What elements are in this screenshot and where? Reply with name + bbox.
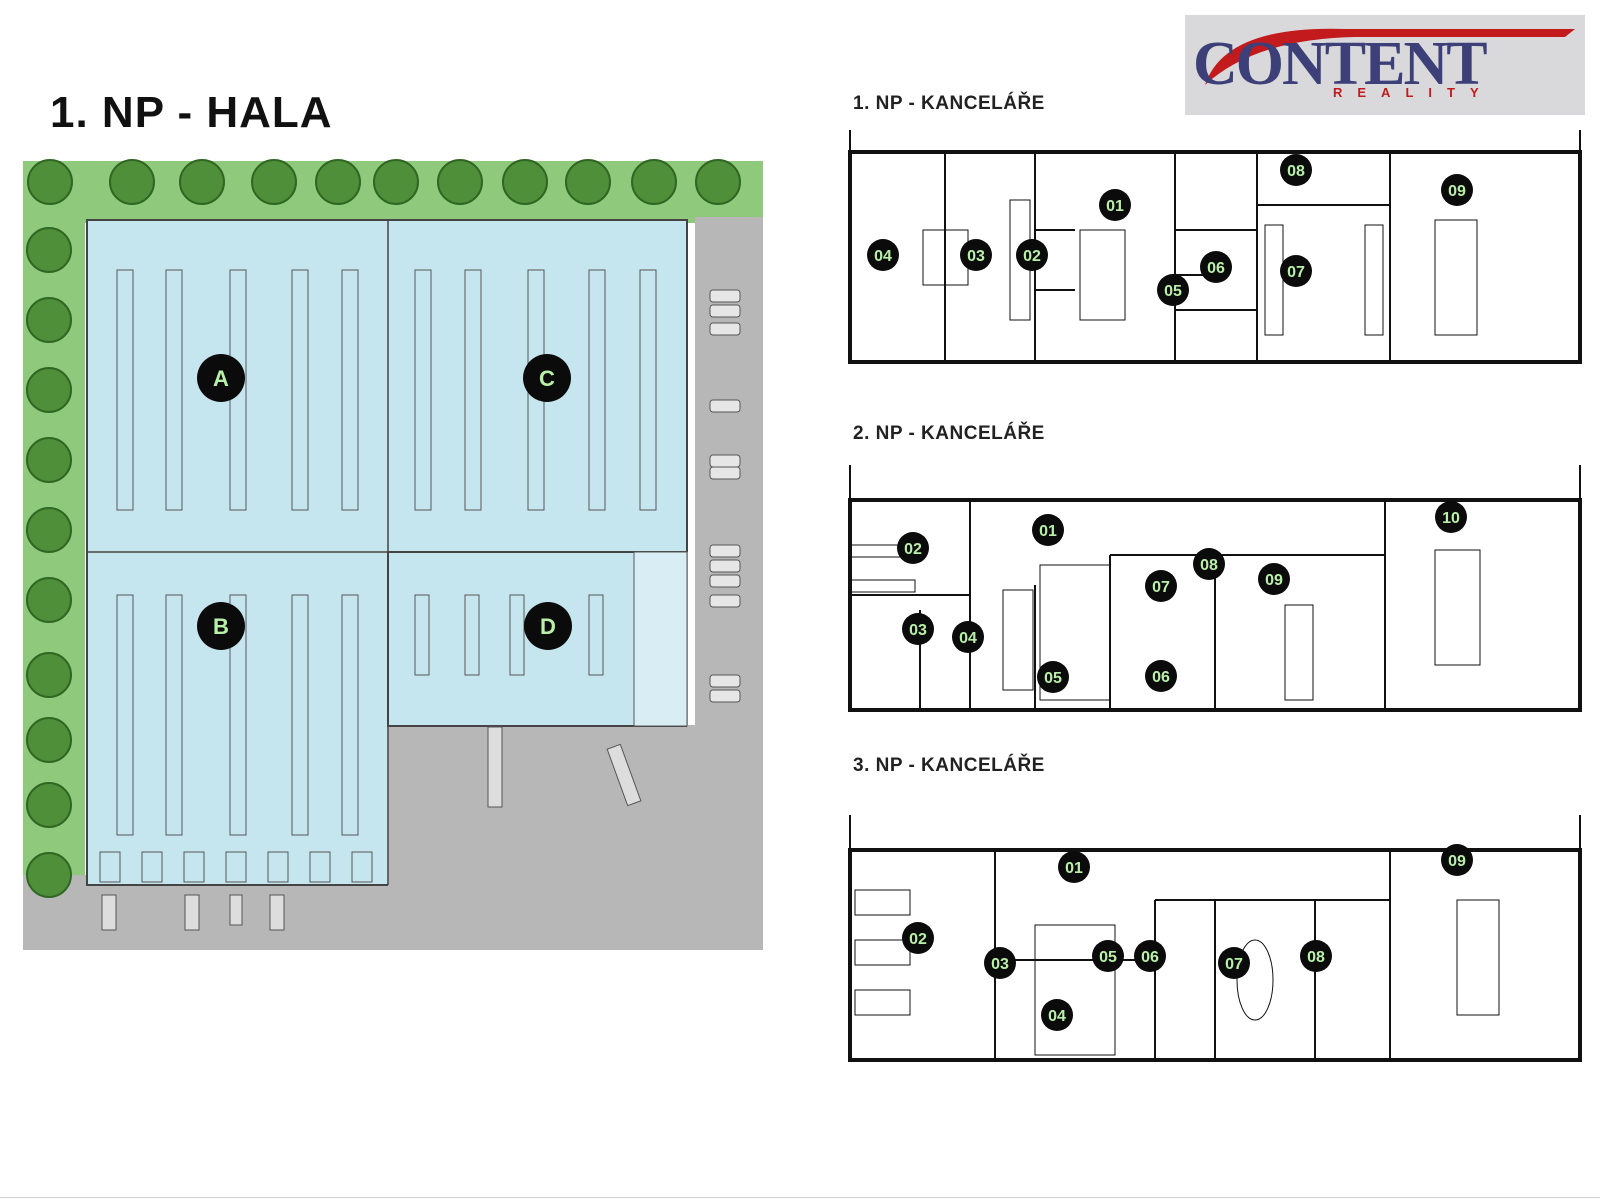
- room-number: 05: [1164, 283, 1182, 300]
- room-marker-06: 06: [1200, 251, 1232, 283]
- room-marker-01: 01: [1032, 514, 1064, 546]
- loading-docks: [101, 726, 642, 931]
- room-marker-03: 03: [960, 239, 992, 271]
- room-marker-09: 09: [1258, 563, 1290, 595]
- logo-swoosh-icon: [1205, 28, 1575, 85]
- hall-office-block: [633, 551, 688, 727]
- room-marker-04: 04: [867, 239, 899, 271]
- room-marker-08: 08: [1193, 548, 1225, 580]
- floor-2-plan: 01 02 03 04 05 06 07 08 09 10: [848, 465, 1582, 712]
- room-marker-05: 05: [1157, 274, 1189, 306]
- room-marker-05: 05: [1092, 940, 1124, 972]
- logo-wordmark: CONTENT: [1193, 30, 1488, 98]
- room-marker-07: 07: [1218, 947, 1250, 979]
- room-marker-07: 07: [1280, 255, 1312, 287]
- room-number: 07: [1287, 264, 1305, 281]
- room-number: 08: [1200, 557, 1218, 574]
- room-number: 07: [1225, 956, 1243, 973]
- room-number: 02: [1023, 248, 1041, 265]
- room-marker-01: 01: [1099, 189, 1131, 221]
- hall-section-b-label: B: [213, 614, 229, 639]
- room-number: 09: [1448, 183, 1466, 200]
- room-number: 06: [1152, 669, 1170, 686]
- parked-cars: [709, 289, 741, 703]
- room-marker-02: 02: [902, 922, 934, 954]
- room-marker-06: 06: [1145, 660, 1177, 692]
- room-number: 02: [904, 541, 922, 558]
- room-number: 01: [1039, 523, 1057, 540]
- room-number: 01: [1106, 198, 1124, 215]
- hall-section-b-marker: B: [197, 602, 245, 650]
- company-logo: CONTENT REALITY: [1185, 15, 1585, 115]
- room-number: 08: [1307, 949, 1325, 966]
- room-marker-01: 01: [1058, 851, 1090, 883]
- floor-1-title: 1. NP - KANCELÁŘE: [853, 93, 1045, 114]
- room-marker-04: 04: [952, 621, 984, 653]
- hall-section-a-label: A: [213, 366, 229, 391]
- room-number: 04: [1048, 1008, 1066, 1025]
- room-marker-02: 02: [1016, 239, 1048, 271]
- floor-3-title: 3. NP - KANCELÁŘE: [853, 755, 1045, 776]
- room-number: 05: [1044, 670, 1062, 687]
- hall-section-c-marker: C: [523, 354, 571, 402]
- room-marker-03: 03: [902, 613, 934, 645]
- room-marker-04: 04: [1041, 999, 1073, 1031]
- room-marker-08: 08: [1280, 154, 1312, 186]
- room-number: 03: [909, 622, 927, 639]
- room-number: 06: [1207, 260, 1225, 277]
- room-number: 08: [1287, 163, 1305, 180]
- logo-tagline: REALITY: [1333, 85, 1494, 100]
- hall-section-a-marker: A: [197, 354, 245, 402]
- room-marker-10: 10: [1435, 501, 1467, 533]
- room-number: 04: [959, 630, 977, 647]
- room-number: 05: [1099, 949, 1117, 966]
- room-marker-09: 09: [1441, 844, 1473, 876]
- room-number: 10: [1442, 510, 1460, 527]
- hall-floor-plan: A B C D: [23, 159, 763, 950]
- room-marker-08: 08: [1300, 940, 1332, 972]
- floor-1-plan: 01 02 03 04 05 06 07 08 09: [848, 130, 1582, 364]
- hall-title: 1. NP - HALA: [50, 88, 333, 137]
- page-bottom-rule: [0, 1197, 1600, 1198]
- room-number: 09: [1448, 853, 1466, 870]
- storage-racks: [99, 269, 657, 883]
- room-number: 01: [1065, 860, 1083, 877]
- room-marker-06: 06: [1134, 940, 1166, 972]
- room-marker-07: 07: [1145, 570, 1177, 602]
- room-marker-05: 05: [1037, 661, 1069, 693]
- room-number: 03: [967, 248, 985, 265]
- room-marker-09: 09: [1441, 174, 1473, 206]
- floor-2-title: 2. NP - KANCELÁŘE: [853, 423, 1045, 444]
- room-marker-03: 03: [984, 947, 1016, 979]
- room-number: 07: [1152, 579, 1170, 596]
- room-marker-02: 02: [897, 532, 929, 564]
- room-number: 06: [1141, 949, 1159, 966]
- room-number: 03: [991, 956, 1009, 973]
- room-number: 09: [1265, 572, 1283, 589]
- hall-section-d-label: D: [540, 614, 556, 639]
- trees: [26, 159, 741, 898]
- floor-3-plan: 01 02 03 04 05 06 07 08 09: [848, 815, 1582, 1062]
- hall-section-c-label: C: [539, 366, 555, 391]
- room-number: 02: [909, 931, 927, 948]
- room-number: 04: [874, 248, 892, 265]
- hall-section-d-marker: D: [524, 602, 572, 650]
